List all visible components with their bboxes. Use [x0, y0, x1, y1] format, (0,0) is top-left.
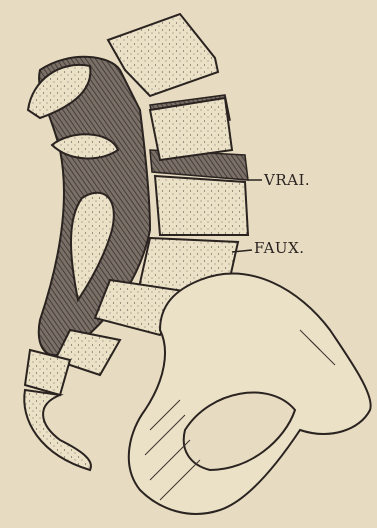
vertebra-3	[155, 176, 248, 235]
coccyx-tail	[24, 390, 91, 470]
label-vrai: VRAI.	[263, 171, 310, 189]
vertebra-2	[150, 98, 232, 160]
label-faux: FAUX.	[254, 239, 305, 257]
